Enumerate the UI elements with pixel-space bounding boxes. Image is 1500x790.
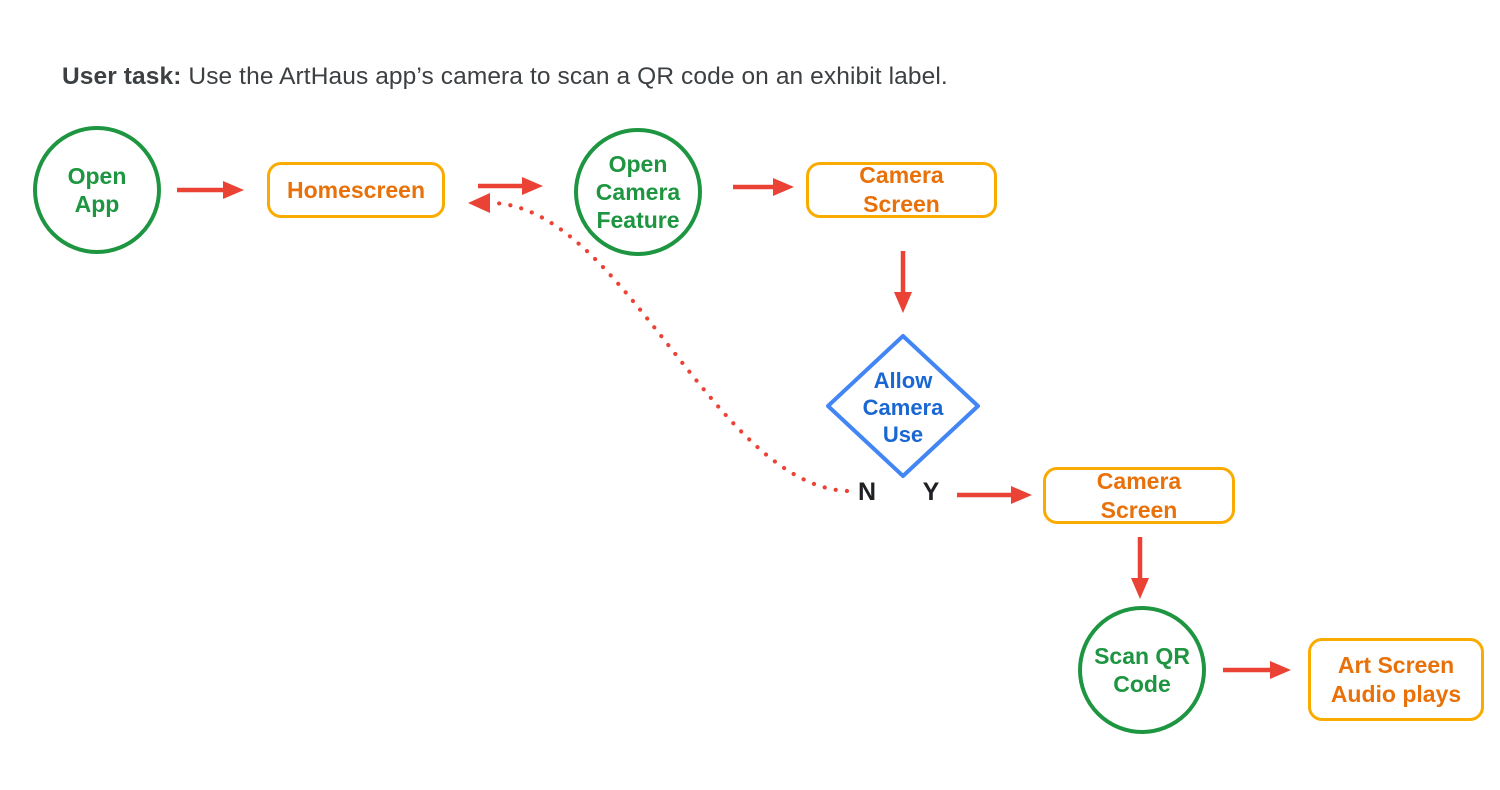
arrow-camera-screen-2-to-scan-qr — [1131, 537, 1149, 599]
user-task-label: User task: — [62, 63, 182, 90]
arrow-homescreen-to-open-camera — [478, 177, 543, 195]
node-homescreen: Homescreen — [267, 162, 445, 218]
arrow-yes-to-camera-screen-2 — [957, 486, 1032, 504]
branch-label-no: N — [857, 478, 877, 506]
node-camera-screen-2: Camera Screen — [1043, 467, 1235, 524]
node-camera-screen-1: Camera Screen — [806, 162, 997, 218]
arrow-open-app-to-homescreen — [177, 181, 244, 199]
node-open-app-label: Open App — [67, 163, 127, 217]
branch-label-yes: Y — [922, 478, 940, 506]
node-open-camera-feature-label: Open Camera Feature — [595, 151, 681, 233]
arrow-camera-screen-to-decision — [894, 251, 912, 313]
node-scan-qr-code: Scan QR Code — [1078, 606, 1206, 734]
decision-diamond-shape — [826, 334, 980, 478]
arrow-open-camera-to-camera-screen — [733, 178, 794, 196]
node-camera-screen-1-label: Camera Screen — [859, 162, 944, 217]
node-scan-qr-code-label: Scan QR Code — [1094, 643, 1190, 697]
user-task-title: User task: Use the ArtHaus app’s camera … — [62, 62, 948, 92]
node-open-camera-feature: Open Camera Feature — [574, 128, 702, 256]
node-allow-camera-use-label: Allow Camera Use — [862, 368, 944, 447]
node-camera-screen-2-label: Camera Screen — [1096, 467, 1182, 523]
node-open-app: Open App — [33, 126, 161, 254]
node-art-screen-audio-plays: Art Screen Audio plays — [1308, 638, 1484, 721]
user-task-text: Use the ArtHaus app’s camera to scan a Q… — [188, 63, 948, 90]
node-homescreen-label: Homescreen — [286, 176, 426, 203]
node-art-screen-audio-plays-label: Art Screen Audio plays — [1330, 651, 1462, 707]
arrow-scan-qr-to-art-screen — [1223, 661, 1291, 679]
dotted-arrow-no-to-homescreen — [468, 193, 850, 494]
